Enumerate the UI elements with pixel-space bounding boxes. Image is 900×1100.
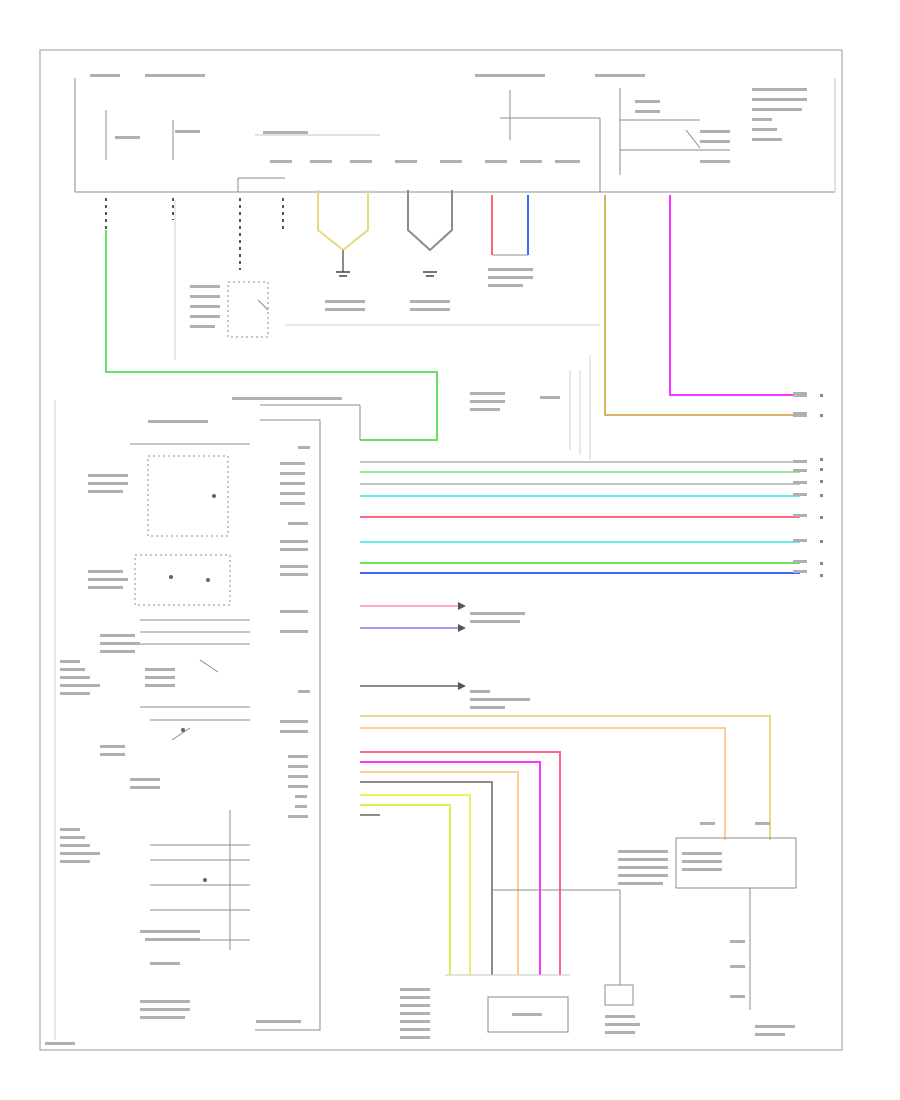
- left-switch-labels: [45, 420, 208, 1045]
- right-wire-tags: [793, 392, 807, 573]
- connector-arrow: [458, 602, 466, 690]
- left-upper-module: [227, 281, 269, 338]
- top-label-marks: [90, 74, 807, 163]
- left-upper-module-labels: [190, 268, 560, 411]
- top-connector-pins: [105, 198, 284, 270]
- lower-right-module: [492, 837, 797, 1010]
- arrow-target-labels: [470, 612, 530, 709]
- control-unit-pin-labels: [232, 397, 342, 1023]
- top-wires: [105, 190, 800, 441]
- power-distribution-block: [74, 78, 836, 193]
- lower-drop-wires: [360, 715, 771, 975]
- switch-contact: [169, 494, 216, 882]
- terminal-index-marks: [820, 394, 823, 577]
- lower-right-labels: [605, 822, 795, 1036]
- background-guides: [54, 200, 600, 1040]
- diagram-frame: [39, 49, 843, 1051]
- horizontal-wires: [360, 461, 800, 687]
- left-switch-cluster: [130, 443, 250, 950]
- lower-connector-block: [445, 974, 634, 1033]
- ground-symbol: [336, 271, 437, 277]
- lower-connector-labels: [400, 988, 542, 1039]
- control-unit: [255, 404, 361, 1031]
